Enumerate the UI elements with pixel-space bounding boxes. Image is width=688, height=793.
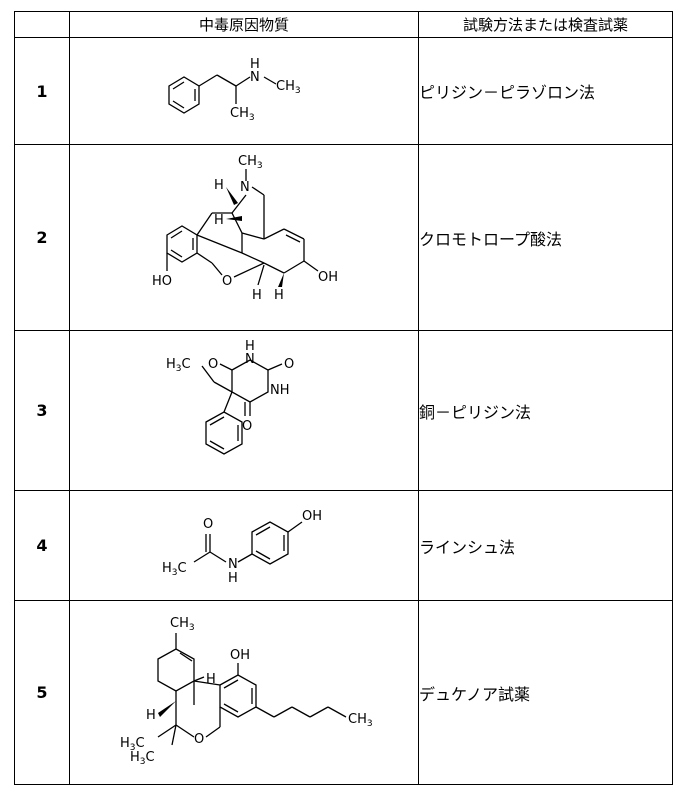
s2-ho: HO — [152, 274, 172, 289]
s4-h: H — [228, 571, 238, 586]
s4-oh: OH — [302, 509, 322, 524]
s2-ch3: CH3 — [238, 154, 263, 171]
s1-nh-h: H — [250, 57, 260, 72]
header-row: 中毒原因物質 試験方法または検査試薬 — [14, 11, 673, 38]
structure-3-cell: O H N O NH O H3C — [69, 330, 419, 491]
s3-h3c: H3C — [166, 357, 191, 374]
s1-n: N — [250, 70, 260, 85]
s2-n: N — [240, 180, 250, 195]
s3-o2: O — [284, 357, 294, 372]
s5-me1: H3C — [120, 736, 145, 753]
header-method: 試験方法または検査試薬 — [418, 11, 673, 38]
s5-h2: H — [146, 708, 156, 723]
structure-3-diagram: O H N O NH O H3C — [166, 339, 294, 455]
structure-1-cell: H N CH3 CH3 — [69, 37, 419, 145]
s4-n: N — [228, 557, 238, 572]
row-number: 3 — [14, 330, 70, 491]
s2-h4: H — [274, 288, 284, 303]
s3-nh1: N — [245, 352, 255, 367]
s2-h3: H — [252, 288, 262, 303]
table-row: 2 HO N CH3 — [14, 144, 673, 331]
s3-o1: O — [208, 357, 218, 372]
table-row: 3 O H N O NH — [14, 330, 673, 491]
method-3: 銅－ピリジン法 — [418, 330, 673, 491]
s5-ch3: CH3 — [170, 616, 195, 633]
s4-o: O — [203, 517, 213, 532]
table-row: 1 H N CH3 CH3 — [14, 37, 673, 145]
row-number: 5 — [14, 600, 70, 785]
s3-o3: O — [242, 419, 252, 434]
s5-oh: OH — [230, 648, 250, 663]
s4-h3c: H3C — [162, 561, 187, 578]
structure-1-diagram: H N CH3 CH3 — [168, 57, 301, 123]
s5-o: O — [194, 732, 204, 747]
s3-nh1-h: H — [245, 339, 255, 354]
structure-4-cell: OH N H O H3C — [69, 490, 419, 601]
structure-5-cell: CH3 H H O — [69, 600, 419, 785]
table-row: 5 CH3 H H — [14, 600, 673, 785]
row-number: 2 — [14, 144, 70, 331]
structure-5-diagram: CH3 H H O — [120, 616, 373, 767]
s2-h1: H — [214, 178, 224, 193]
method-5: デュケノア試薬 — [418, 600, 673, 785]
method-4: ラインシュ法 — [418, 490, 673, 601]
poison-test-table: 中毒原因物質 試験方法または検査試薬 1 — [14, 11, 673, 785]
structure-2-cell: HO N CH3 H H — [69, 144, 419, 331]
s1-ch3-b: CH3 — [230, 106, 255, 123]
row-number: 1 — [14, 37, 70, 145]
s3-nh2: NH — [270, 383, 290, 398]
s5-ch3b: CH3 — [348, 712, 373, 729]
table-row: 4 OH N H — [14, 490, 673, 601]
row-number: 4 — [14, 490, 70, 601]
s2-h2: H — [214, 213, 224, 228]
method-2: クロモトロープ酸法 — [418, 144, 673, 331]
method-1: ピリジン－ピラゾロン法 — [418, 37, 673, 145]
s2-oh: OH — [318, 270, 338, 285]
s2-o: O — [222, 274, 232, 289]
header-number — [14, 11, 70, 38]
s1-ch3-a: CH3 — [276, 79, 301, 96]
structure-2-diagram: HO N CH3 H H — [152, 154, 338, 303]
s5-me2: H3C — [130, 750, 155, 767]
structure-4-diagram: OH N H O H3C — [162, 509, 322, 586]
s5-h1: H — [206, 672, 216, 687]
header-substance: 中毒原因物質 — [69, 11, 419, 38]
